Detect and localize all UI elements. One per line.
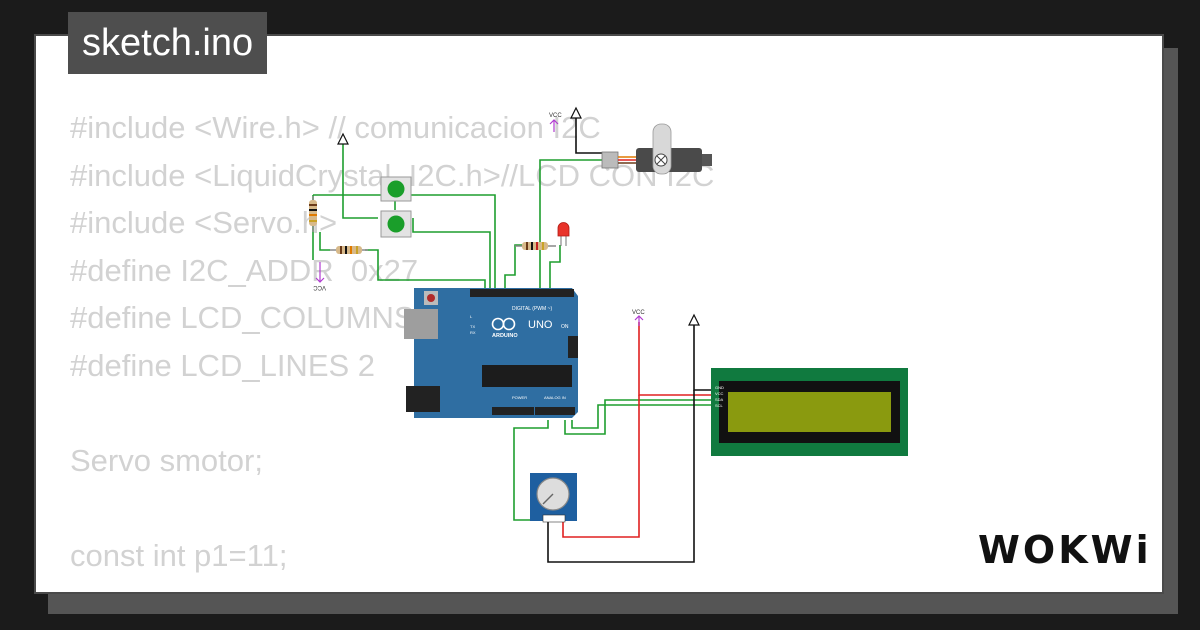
code-line: #include <LiquidCrystal_I2C.h>//LCD CON … [70, 157, 715, 193]
vcc-symbol: VCC [549, 113, 562, 132]
code-line: #define I2C_ADDR 0x27 [70, 252, 419, 288]
file-tab[interactable]: sketch.ino [68, 12, 268, 74]
red-wires [562, 322, 711, 538]
vcc-symbol: VCC [632, 310, 645, 326]
wokwi-logo: WOKWi [978, 528, 1152, 572]
pushbutton[interactable] [380, 176, 412, 202]
vcc-symbol: VCC [313, 262, 326, 290]
resistor[interactable] [309, 196, 317, 232]
board-on-label: ON [561, 324, 569, 330]
svg-text:VCC: VCC [632, 310, 645, 316]
potentiometer[interactable] [530, 473, 577, 523]
svg-text:VCC: VCC [313, 284, 326, 290]
code-line: Servo smotor; [70, 443, 263, 479]
preview-card: #include <Wire.h> // comunicacion I2C #i… [34, 34, 1164, 594]
svg-text:VCC: VCC [549, 113, 562, 119]
resistor[interactable] [330, 246, 368, 254]
ground-arrow-symbol [337, 132, 349, 145]
pushbutton[interactable] [380, 210, 412, 238]
code-line: const int p1=11; [70, 538, 288, 574]
arduino-uno-board[interactable]: DIGITAL (PWM ~) UNO ARDUINO ON L TX RX P… [404, 288, 578, 418]
board-power-label: POWER [512, 395, 527, 400]
ground-arrow-symbol [688, 313, 700, 326]
black-wires [547, 118, 711, 563]
lcd-16x2-display[interactable]: GND VCC SDA SCL [711, 368, 908, 456]
board-digital-label: DIGITAL (PWM ~) [512, 306, 552, 312]
board-brand-label: UNO [528, 319, 553, 331]
board-tx-label: TX [470, 324, 475, 329]
lcd-pin-label: GND [715, 385, 724, 390]
lcd-pin-label: SDA [715, 397, 724, 402]
board-analog-label: ANALOG IN [544, 395, 566, 400]
board-maker-label: ARDUINO [492, 333, 518, 339]
resistor[interactable] [515, 242, 556, 250]
servo-motor[interactable] [601, 123, 712, 175]
ground-arrow-symbol [570, 106, 582, 119]
code-line: const int p2=12; [70, 586, 290, 592]
lcd-pin-label: VCC [715, 391, 724, 396]
code-line: #include <Wire.h> // comunicacion I2C [70, 110, 601, 145]
red-led[interactable] [557, 222, 570, 246]
board-rx-label: RX [470, 330, 476, 335]
code-line: #define LCD_LINES 2 [70, 347, 376, 383]
lcd-pin-label: SCL [715, 403, 724, 408]
green-wires [312, 140, 711, 521]
board-l-label: L [470, 314, 473, 319]
